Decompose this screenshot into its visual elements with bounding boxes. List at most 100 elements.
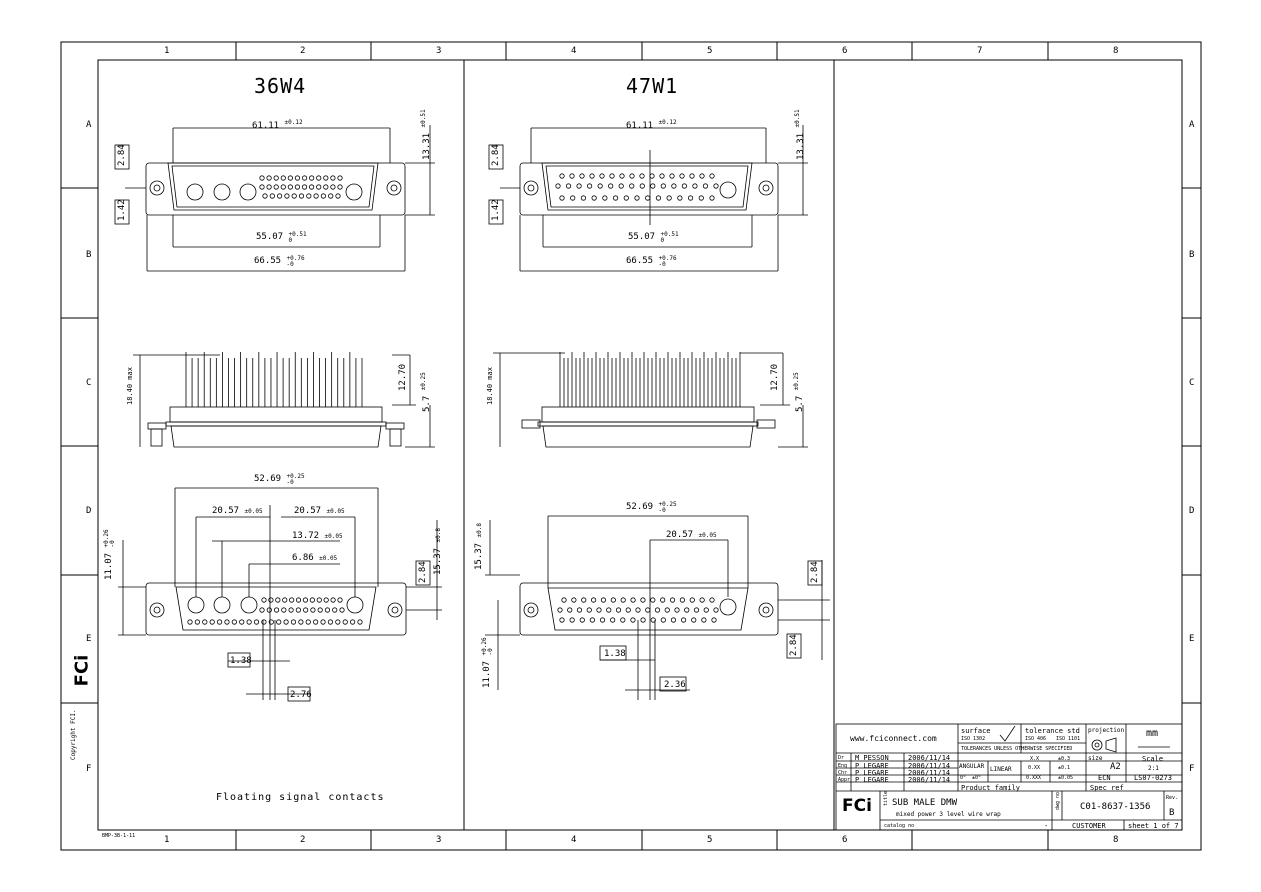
contact-pin xyxy=(589,173,595,179)
left-view-title: 36W4 xyxy=(254,74,307,98)
contact-pin xyxy=(703,607,709,613)
col-7-top: 7 xyxy=(977,46,983,56)
contact-pin xyxy=(291,193,297,199)
contact-pin xyxy=(280,184,286,190)
contact-pin xyxy=(630,597,636,603)
contact-pin xyxy=(640,597,646,603)
contact-pin xyxy=(261,619,267,625)
r-left-lower: 1.42 xyxy=(491,199,501,221)
contact-pin xyxy=(650,183,656,189)
contact-pin xyxy=(713,183,719,189)
contact-pin xyxy=(309,175,315,181)
tb-person-3-role: Appr xyxy=(838,777,851,783)
tb-lin3b: ±0.05 xyxy=(1058,775,1074,781)
tb-angular: ANGULAR xyxy=(959,763,985,770)
contact-pin xyxy=(669,173,675,179)
contact-pin xyxy=(660,617,666,623)
contact-pin xyxy=(698,195,704,201)
contact-pin xyxy=(649,173,655,179)
contact-pin xyxy=(586,607,592,613)
col-5-bottom: 5 xyxy=(707,835,713,845)
tb-person-1-role: Eng xyxy=(838,763,848,769)
row-f-right: F xyxy=(1189,764,1195,774)
contact-pin xyxy=(337,597,343,603)
contact-pin xyxy=(645,607,651,613)
row-a-right: A xyxy=(1189,120,1195,130)
tb-ang2: ±0° xyxy=(972,775,982,781)
col-8-top: 8 xyxy=(1113,46,1119,56)
contact-pin xyxy=(298,193,305,199)
r-bot-p1: 1.38 xyxy=(604,649,626,659)
contact-pin xyxy=(693,607,700,613)
contact-pin xyxy=(709,173,715,179)
col-1-top: 1 xyxy=(164,46,170,56)
contact-pin xyxy=(283,619,289,625)
tb-dwg-no: C01-8637-1356 xyxy=(1080,802,1151,812)
contact-pin xyxy=(316,184,322,190)
contact-pin xyxy=(569,617,575,623)
contact-pin xyxy=(711,617,717,623)
tb-units: mm xyxy=(1146,728,1159,739)
left-top-view xyxy=(114,125,435,272)
contact-pin xyxy=(680,617,687,623)
contact-pin xyxy=(677,195,683,201)
right-top-view xyxy=(488,125,808,272)
copyright-text: Copyright FCI. xyxy=(70,709,77,760)
l-side-base: 5.7 ±0.25 xyxy=(420,372,432,412)
contact-pin xyxy=(209,619,215,625)
contact-pin xyxy=(650,617,656,623)
contact-pin xyxy=(599,173,605,179)
contact-pin xyxy=(664,607,670,613)
contact-pin xyxy=(709,597,715,603)
contact-pin xyxy=(655,195,662,201)
l-top-height: 13.31 ±0.51 xyxy=(420,109,432,160)
l-bot-right: 15.37 ±0.8 xyxy=(433,528,443,575)
contact-pin xyxy=(313,193,319,199)
tb-linear: LINEAR xyxy=(990,766,1012,773)
contact-pin xyxy=(609,173,615,179)
contact-pin xyxy=(586,183,593,189)
r-bot-left2: 11.07 +0.26-0 xyxy=(481,637,494,688)
col-4-bottom: 4 xyxy=(571,835,577,845)
contact-pin xyxy=(629,183,635,189)
tb-title1: SUB MALE DMW xyxy=(892,798,958,808)
contact-pin xyxy=(224,619,230,625)
tb-person-0-role: Dr xyxy=(838,755,845,761)
contact-pin xyxy=(571,597,577,603)
l-bot-box: 2.84 xyxy=(418,561,428,583)
l-box-276 xyxy=(287,686,311,702)
contact-pin xyxy=(305,619,311,625)
col-8-bottom: 8 xyxy=(1113,835,1119,845)
contact-pin xyxy=(259,184,265,190)
contact-pin xyxy=(266,184,272,190)
contact-pin xyxy=(273,607,280,613)
r-bot-p2: 2.36 xyxy=(664,680,686,690)
contact-pin xyxy=(599,617,606,623)
projection-symbol xyxy=(1091,737,1117,753)
contact-pin xyxy=(339,607,345,613)
col-3-top: 3 xyxy=(436,46,442,56)
contact-pin xyxy=(323,597,329,603)
contact-pin xyxy=(289,597,295,603)
tb-size-label: size xyxy=(1088,755,1103,762)
contact-pin xyxy=(323,184,329,190)
row-b-right: B xyxy=(1189,250,1195,260)
contact-pin xyxy=(246,619,252,625)
contact-pin xyxy=(660,597,666,603)
contact-pin xyxy=(302,597,309,603)
tb-tolerance-label: tolerance std xyxy=(1025,727,1080,735)
tb-title-label: title xyxy=(883,790,889,806)
contact-pin xyxy=(612,195,619,201)
contact-pin xyxy=(596,607,602,613)
contact-pin xyxy=(335,193,341,199)
contact-pin xyxy=(679,597,686,603)
contact-pin xyxy=(202,619,208,625)
contact-pin xyxy=(608,183,614,189)
tb-catalog-label: catalog no xyxy=(884,823,915,829)
l-left-lower: 1.42 xyxy=(117,199,127,221)
contact-pin xyxy=(623,195,629,201)
contact-pin xyxy=(579,617,585,623)
contact-pin xyxy=(239,619,245,625)
contact-pin xyxy=(659,173,665,179)
